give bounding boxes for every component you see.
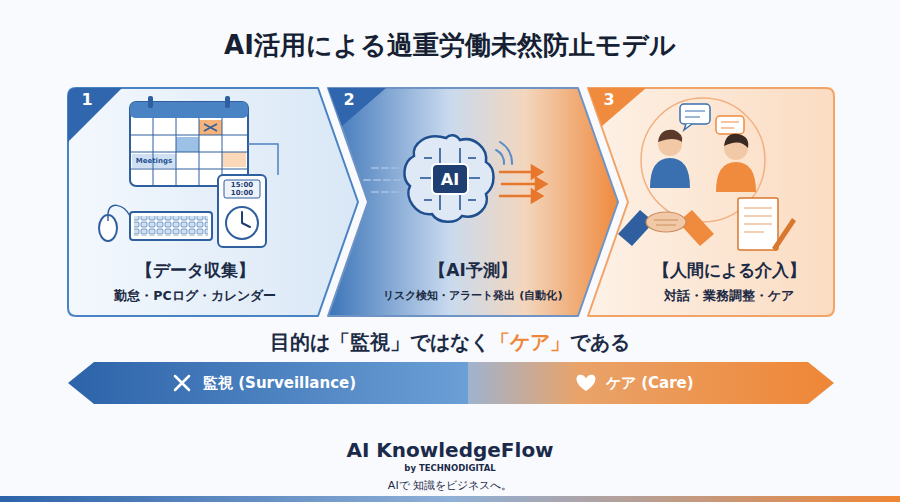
step-text: ケア (Care) — [606, 362, 806, 404]
ai-brain-illustration — [328, 88, 618, 316]
callout-number: 3 — [596, 90, 622, 110]
node-shape — [68, 362, 468, 404]
purpose-text: 目的は「監視」ではなく — [270, 328, 490, 356]
clock-time: 10:00 — [231, 189, 253, 197]
number-tab — [588, 88, 646, 126]
process-panel: 1 【データ収集】勤怠・PCログ・カレンダー — [68, 88, 358, 316]
purpose-line: 目的は「監視」ではなく「ケア」である — [0, 328, 900, 356]
bottom-bar — [0, 496, 900, 502]
care-arrow: ケア (Care) — [468, 362, 834, 404]
process-panel: 3 【人間による介入】対話・業務調整・ケア — [588, 88, 834, 316]
step-heading: 【データ収集】 — [76, 258, 314, 282]
process-panel: 2 【AI予測】リスク検知・アラート発出 (自動化) — [328, 88, 618, 316]
node-shape — [328, 88, 618, 316]
step-text: 勤怠・PCログ・カレンダー — [76, 287, 314, 305]
step-text: 対話・業務調整・ケア — [632, 287, 826, 305]
data-collection-illustration — [68, 88, 358, 316]
brand-tagline: AIで 知識をビジネスへ。 — [388, 479, 512, 492]
ai-chip-text: AI — [441, 170, 459, 189]
step-text: リスク検知・アラート発出 (自動化) — [372, 287, 574, 305]
node-shape — [468, 362, 834, 404]
human-care-illustration — [588, 88, 834, 316]
purpose-highlight: 「ケア」 — [490, 328, 570, 356]
node-shape — [588, 88, 834, 316]
node-shape — [68, 88, 358, 316]
purpose-text: である — [570, 328, 630, 356]
callout-number: 2 — [336, 90, 362, 110]
clock-time: 15:00 — [231, 181, 253, 189]
step-text: 監視 (Surveillance) — [203, 362, 453, 404]
number-tab — [328, 88, 386, 126]
surveillance-arrow: 監視 (Surveillance) — [68, 362, 468, 404]
calendar-text: Meetings — [136, 157, 172, 165]
node-outline — [588, 88, 834, 316]
step-heading: 【AI予測】 — [372, 258, 574, 282]
brand-name: AI KnowledgeFlow — [346, 438, 553, 462]
brand-subtitle: by TECHNODIGITAL — [404, 463, 495, 473]
callout-number: 1 — [74, 90, 100, 110]
diagram-title: AI活用による過重労働未然防止モデル — [0, 28, 900, 63]
step-heading: 【人間による介入】 — [632, 258, 826, 282]
number-tab — [68, 88, 122, 142]
